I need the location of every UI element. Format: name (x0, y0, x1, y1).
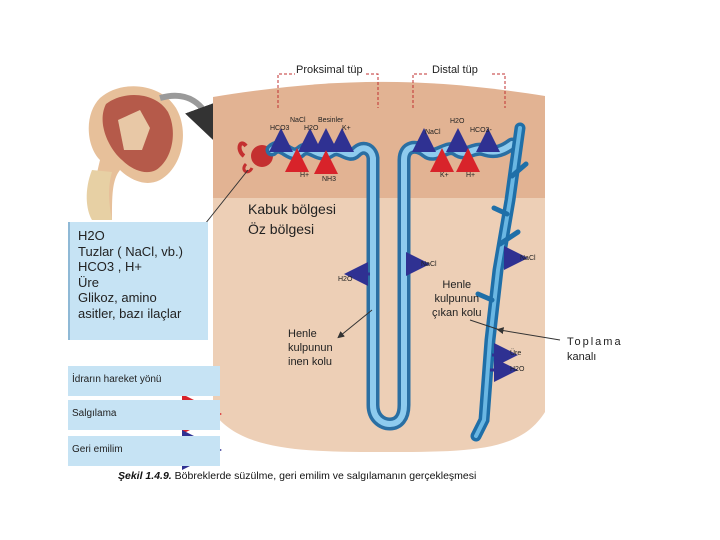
proximal-hco3-label: HCO3 (270, 125, 290, 132)
medulla-label: Öz bölgesi (248, 221, 315, 237)
filtrate-item: H2O (78, 228, 105, 243)
collecting-nacl-label: NaCl (520, 255, 536, 262)
proximal-transport-arrows (269, 128, 354, 174)
descending-h2o-label: H2O (338, 276, 353, 283)
proximal-nutrients-label: Besinler (318, 117, 344, 124)
distal-transport-arrows (412, 128, 500, 172)
figure-caption: Şekil 1.4.9. Böbreklerde süzülme, geri e… (118, 470, 476, 482)
proximal-k-label: K+ (342, 125, 351, 132)
collecting-h2o-label: H2O (510, 366, 525, 373)
legend-reabsorption-label: Geri emilim (72, 444, 123, 455)
collecting-ure-label: Üre (510, 350, 522, 357)
legend-flow: İdrarın hareket yönü (68, 366, 220, 396)
cortex-label: Kabuk bölgesi (248, 201, 336, 217)
filtrate-composition-box: H2O Tuzlar ( NaCl, vb.) HCO3 , H+ Üre Gl… (68, 222, 208, 340)
caption-text: Böbreklerde süzülme, geri emilim ve salg… (171, 470, 477, 482)
distal-k-label: K+ (440, 172, 449, 179)
proximal-nh3-label: NH3 (322, 176, 337, 183)
filtrate-item: asitler, bazı ilaçlar (78, 305, 182, 321)
legend-reabsorption: Geri emilim (68, 436, 220, 466)
filtrate-item: Glikoz, amino (78, 290, 157, 305)
distal-hco3-label: HCO3- (470, 127, 492, 134)
distal-label: Distal tüp (432, 64, 478, 76)
distal-nacl-label: NaCl (425, 129, 441, 136)
proximal-h-label: H+ (300, 172, 310, 179)
proximal-h2o-label: H2O (304, 125, 319, 132)
distal-h2o-label: H2O (450, 118, 465, 125)
proximal-nacl-label: NaCl (290, 117, 306, 124)
ascending-nacl-label: NaCl (421, 261, 437, 268)
proximal-label: Proksimal tüp (296, 64, 363, 76)
filtrate-item: HCO3 , H+ (78, 259, 142, 274)
zoom-arrow (159, 92, 225, 146)
legend-secretion: Salgılama (68, 400, 220, 430)
caption-prefix: Şekil 1.4.9. (118, 470, 172, 482)
distal-h-label: H+ (466, 172, 476, 179)
filtrate-item: Tuzlar ( NaCl, vb.) (78, 243, 183, 259)
legend-flow-label: İdrarın hareket yönü (72, 374, 162, 385)
kidney-illustration (86, 86, 183, 221)
legend-secretion-label: Salgılama (72, 408, 117, 419)
filtrate-item: Üre (78, 274, 99, 290)
medulla-transport-arrows (344, 246, 528, 382)
